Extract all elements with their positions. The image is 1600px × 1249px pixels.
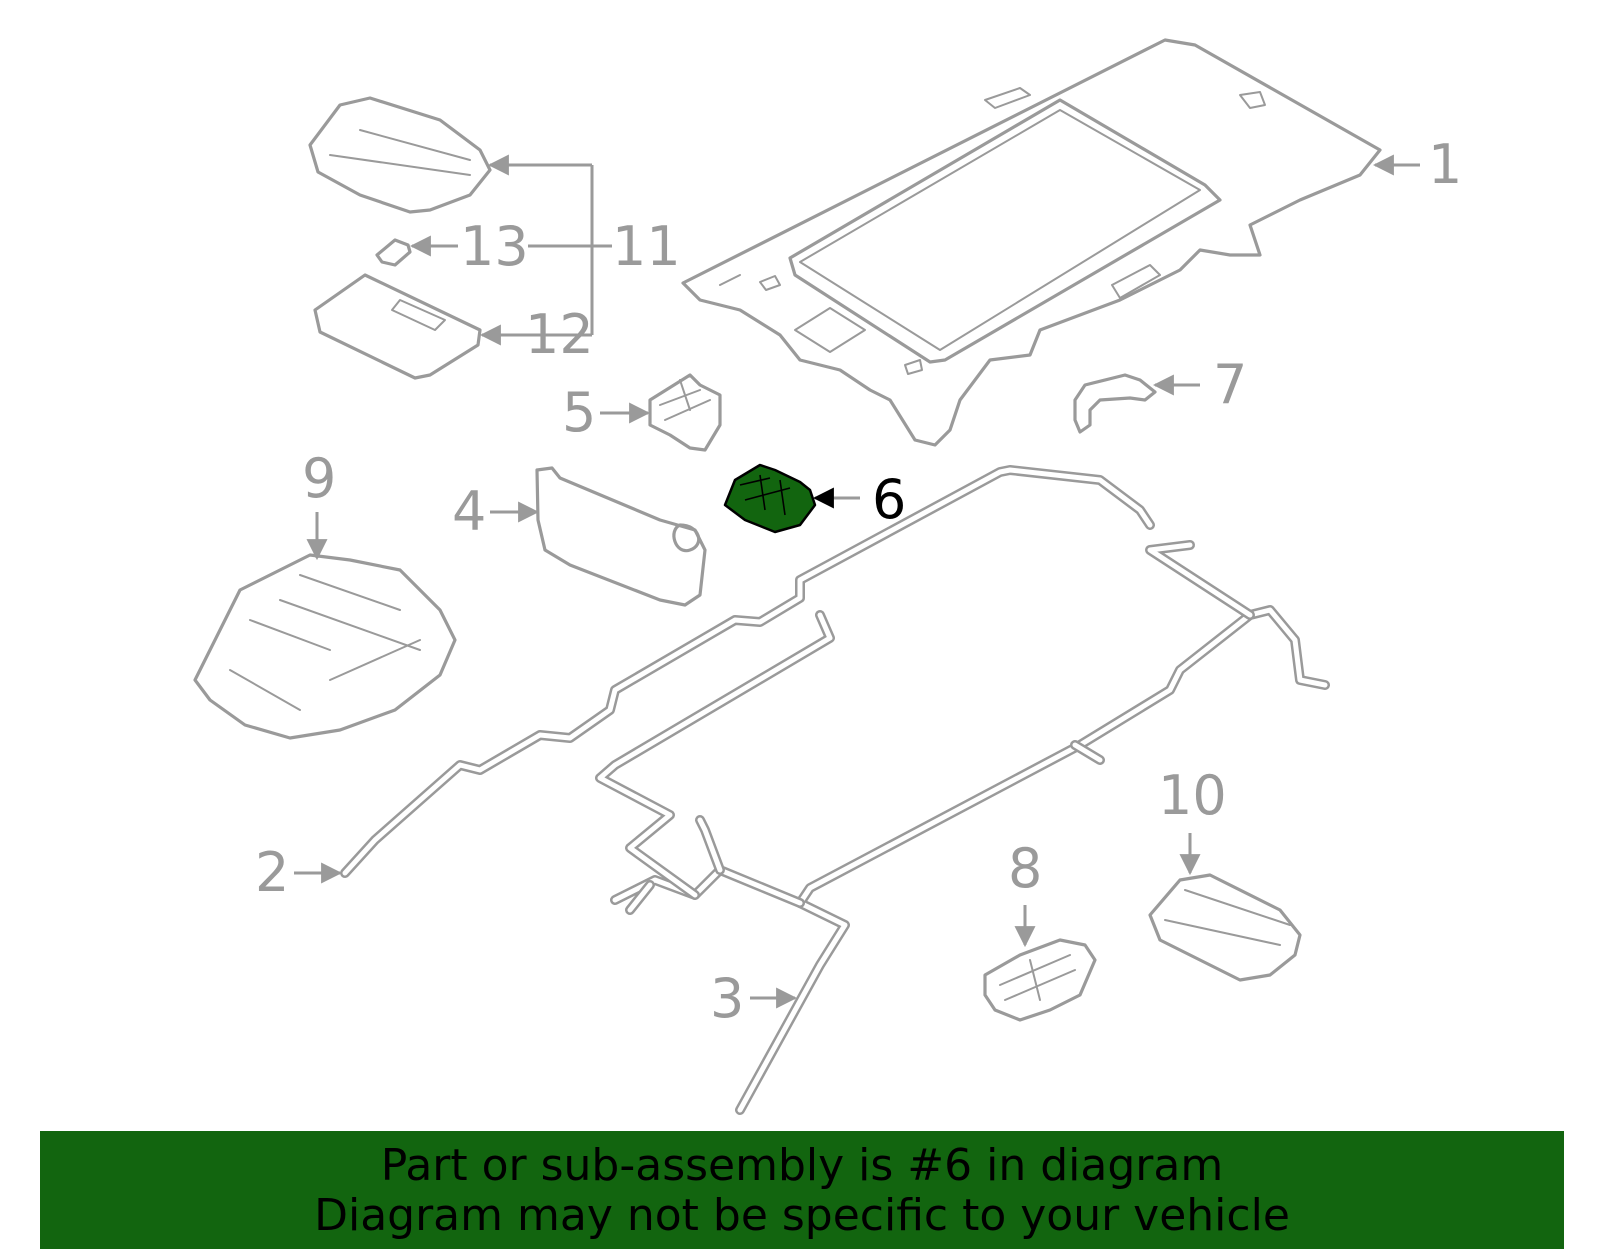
harness-2-part — [340, 465, 1155, 878]
lens-12-part — [313, 273, 482, 380]
caption-line-1: Part or sub-assembly is #6 in diagram — [380, 1140, 1224, 1191]
callout-10: 10 — [1158, 764, 1227, 827]
sun-visor-part — [535, 466, 707, 607]
callout-8: 8 — [1008, 837, 1042, 900]
callout-7: 7 — [1213, 353, 1247, 416]
caption-banner: Part or sub-assembly is #6 in diagram Di… — [40, 1131, 1564, 1249]
harness-3-part — [595, 540, 1330, 1115]
callout-4: 4 — [452, 480, 486, 543]
leader-lines — [294, 154, 1420, 1009]
callout-3: 3 — [710, 967, 744, 1030]
console-9-part — [193, 553, 457, 740]
lamp-housing-11-part — [308, 96, 492, 214]
highlighted-part-6 — [723, 463, 817, 534]
caption-line-2: Diagram may not be specific to your vehi… — [314, 1190, 1290, 1241]
callout-12: 12 — [525, 303, 594, 366]
map-lamp-8-part — [983, 938, 1097, 1022]
grab-handle-part — [1073, 373, 1157, 434]
dome-lamp-10-part — [1148, 873, 1302, 982]
callout-5: 5 — [562, 381, 596, 444]
bracket-5-part — [648, 373, 722, 452]
callout-2: 2 — [255, 841, 289, 904]
bulb-13-part — [375, 238, 412, 267]
headliner-part — [681, 38, 1382, 447]
callout-9: 9 — [302, 447, 336, 510]
callout-13: 13 — [460, 215, 529, 278]
callout-11: 11 — [612, 215, 681, 278]
callout-6: 6 — [872, 468, 906, 531]
callout-1: 1 — [1428, 133, 1462, 196]
